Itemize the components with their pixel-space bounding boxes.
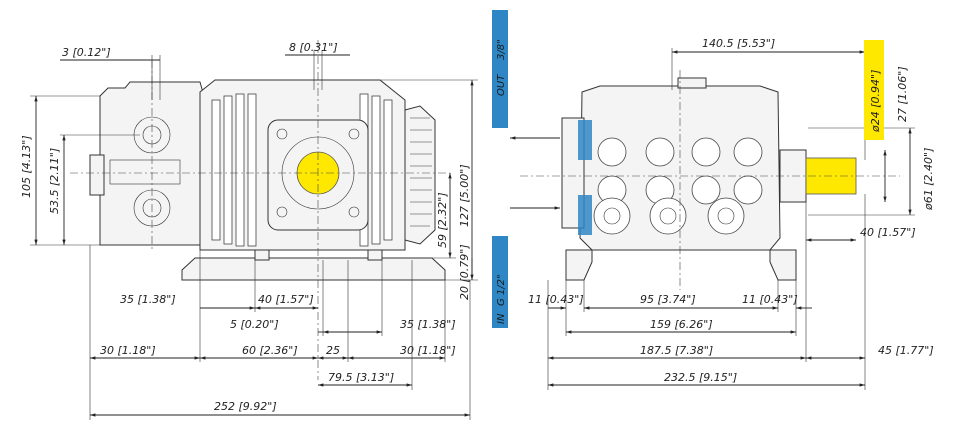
bolt-hole bbox=[276, 206, 288, 218]
dim-35b: 35 [1.38"] bbox=[400, 318, 456, 331]
dim-59: 59 [2.32"] bbox=[436, 192, 449, 248]
foot-left bbox=[565, 249, 593, 281]
port-tags: OUT 3/8" IN G 1/2" bbox=[492, 10, 508, 328]
dim-11b: 11 [0.43"] bbox=[742, 293, 798, 306]
dim-25: 25 bbox=[326, 344, 340, 357]
dim-105: 105 [4.13"] bbox=[20, 135, 33, 198]
dim-5: 5 [0.20"] bbox=[230, 318, 279, 331]
right-dimension-labels: 140.5 [5.53"] ø24 [0.94"] 27 [1.06"] ø61… bbox=[528, 37, 935, 384]
base-plate bbox=[181, 257, 446, 281]
dim-61: ø61 [2.40"] bbox=[922, 148, 935, 211]
manifold-head bbox=[99, 81, 206, 246]
dim-53-5: 53.5 [2.11"] bbox=[48, 148, 61, 214]
valve-caps bbox=[593, 137, 763, 235]
dim-40-right: 40 [1.57"] bbox=[860, 226, 916, 239]
foot-right bbox=[769, 249, 797, 281]
dim-127: 127 [5.00"] bbox=[458, 164, 471, 227]
in-size: G 1/2" bbox=[496, 274, 507, 306]
out-port-tag bbox=[492, 10, 508, 128]
pump-front-view bbox=[510, 70, 900, 290]
dim-45: 45 [1.77"] bbox=[878, 344, 934, 357]
dim-30a: 30 [1.18"] bbox=[100, 344, 156, 357]
dim-3: 3 [0.12"] bbox=[62, 46, 111, 59]
dim-187-5: 187.5 [7.38"] bbox=[640, 344, 713, 357]
out-size: 3/8" bbox=[496, 39, 507, 60]
cooling-fins bbox=[211, 93, 393, 247]
dim-35a: 35 [1.38"] bbox=[120, 293, 176, 306]
dim-30b: 30 [1.18"] bbox=[400, 344, 456, 357]
dim-40: 40 [1.57"] bbox=[258, 293, 314, 306]
inlet-highlight bbox=[578, 195, 592, 235]
dim-24: ø24 [0.94"] bbox=[869, 70, 882, 133]
left-dimension-labels: 3 [0.12"] 8 [0.31"] 105 [4.13"] 53.5 [2.… bbox=[20, 41, 471, 413]
dim-79-5: 79.5 [3.13"] bbox=[328, 371, 394, 384]
rear-cover bbox=[404, 105, 436, 245]
mount-foot-left bbox=[254, 249, 270, 261]
bolt-hole bbox=[348, 206, 360, 218]
dim-159: 159 [6.26"] bbox=[650, 318, 713, 331]
dim-11a: 11 [0.43"] bbox=[528, 293, 584, 306]
dim-140-5: 140.5 [5.53"] bbox=[702, 37, 775, 50]
in-label: IN bbox=[496, 313, 507, 324]
in-port-tag bbox=[492, 236, 508, 328]
dim-20: 20 [0.79"] bbox=[458, 244, 471, 300]
manifold-boss bbox=[89, 154, 105, 196]
right-dimension-lines bbox=[547, 48, 915, 390]
out-label: OUT bbox=[496, 74, 507, 96]
label-highlight bbox=[864, 40, 884, 140]
bolt-hole bbox=[348, 128, 360, 140]
dim-27: 27 [1.06"] bbox=[896, 66, 909, 122]
top-plug bbox=[677, 77, 707, 89]
mount-foot-right bbox=[367, 249, 383, 261]
outlet-highlight bbox=[578, 120, 592, 160]
pump-side-view bbox=[70, 40, 450, 380]
dim-95: 95 [3.74"] bbox=[640, 293, 696, 306]
left-dimension-lines bbox=[30, 50, 478, 420]
dim-232-5: 232.5 [9.15"] bbox=[664, 371, 737, 384]
dim-252: 252 [9.92"] bbox=[214, 400, 277, 413]
bolt-hole bbox=[276, 128, 288, 140]
dim-60: 60 [2.36"] bbox=[242, 344, 298, 357]
dim-8: 8 [0.31"] bbox=[289, 41, 338, 54]
